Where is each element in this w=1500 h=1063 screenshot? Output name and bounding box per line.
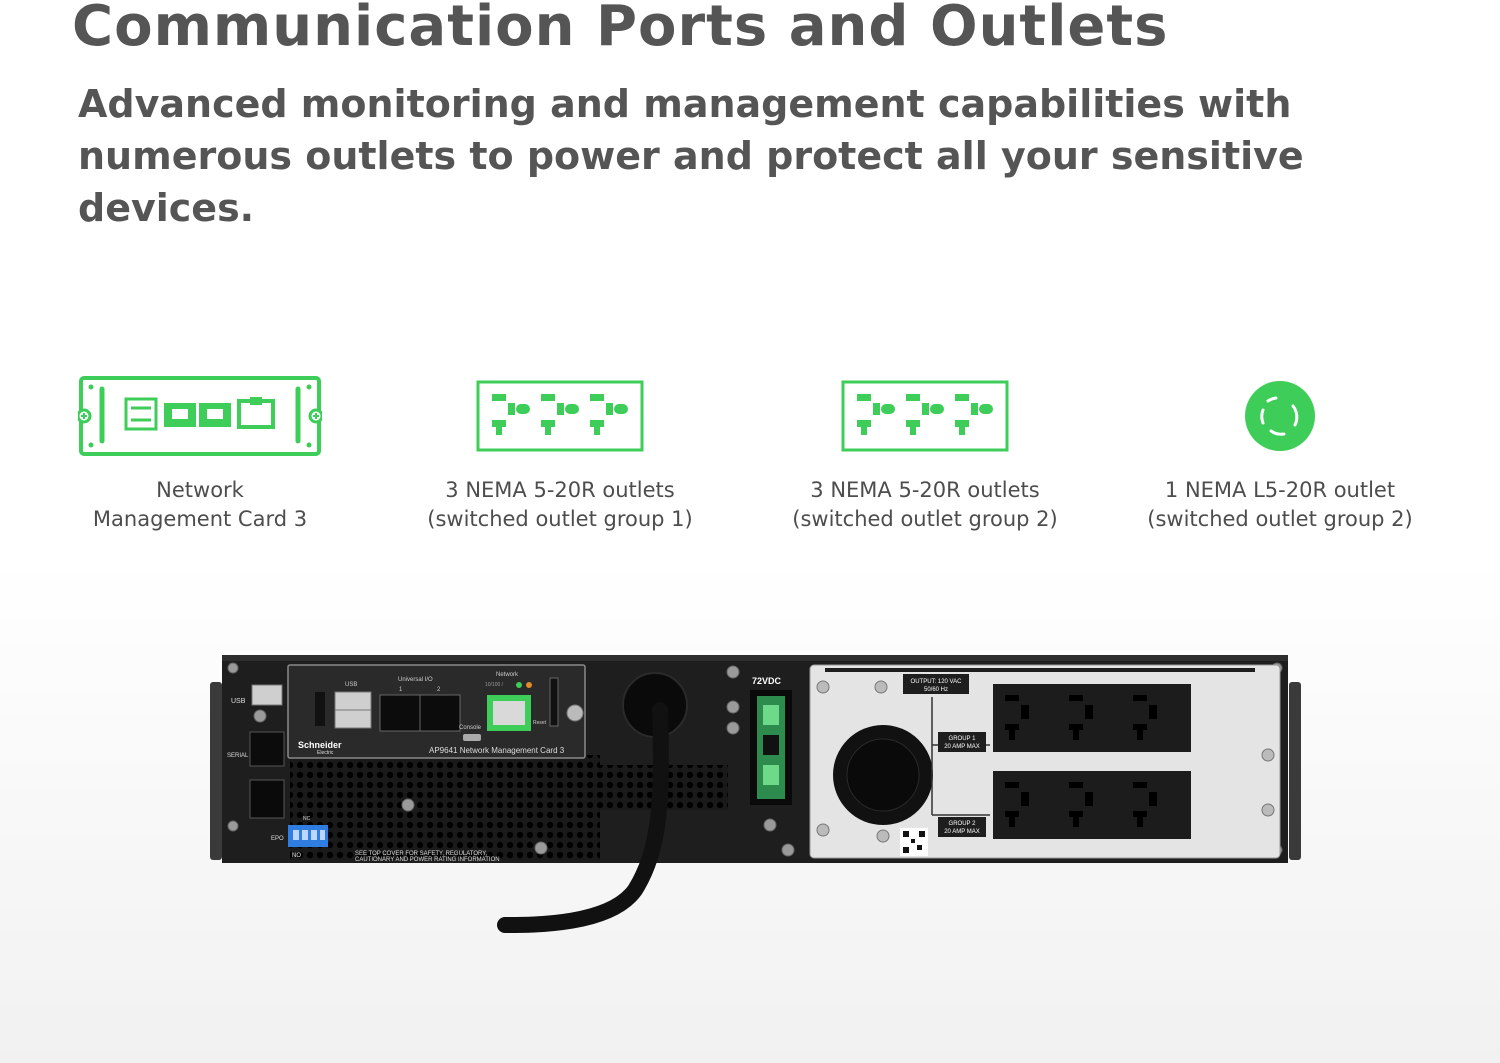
group2-label-line-2: 20 AMP MAX: [944, 829, 980, 835]
feature-line-1: Network: [156, 478, 244, 502]
uio-1-label: 1: [399, 687, 403, 693]
feature-line-1: 3 NEMA 5-20R outlets: [810, 478, 1040, 502]
output-rating-line-1: OUTPUT: 120 VAC: [911, 679, 963, 685]
network-label: Network: [496, 672, 519, 678]
warning-line-2: CAUTIONARY AND POWER RATING INFORMATION: [355, 857, 500, 863]
group2-label-line-1: GROUP 2: [949, 821, 977, 827]
feature-line-1: 1 NEMA L5-20R outlet: [1164, 478, 1396, 502]
group2-label: [938, 817, 986, 837]
brand-sub-label: Electric: [317, 750, 334, 756]
output-rating-label: [903, 674, 969, 694]
feature-line-2: (switched outlet group 2): [792, 507, 1058, 531]
feature-twist-lock-outlet: 1 NEMA L5-20R outlet (switched outlet gr…: [1120, 370, 1440, 534]
right-rack-ear: [1289, 682, 1301, 860]
console-port: [463, 734, 481, 741]
page-title: Communication Ports and Outlets: [72, 0, 1169, 59]
power-cord: [497, 702, 669, 933]
console-label: Console: [459, 725, 482, 731]
no-label: NO: [292, 853, 301, 859]
vent-grille: [290, 755, 600, 860]
epo-label: EPO: [271, 836, 284, 842]
left-rack-ear: [210, 682, 222, 860]
nema-5-20r-outlets-icon: [476, 380, 644, 452]
usb-label: USB: [231, 698, 246, 705]
nmc-usb-label: USB: [345, 682, 357, 688]
feature-outlet-group-1: 3 NEMA 5-20R outlets (switched outlet gr…: [400, 370, 720, 534]
group1-label-line-2: 20 AMP MAX: [944, 744, 980, 750]
reset-label: Reset: [533, 720, 547, 726]
ups-rear-panel: USB SERIAL EPO NO NC SEE TOP COVER FOR S…: [210, 655, 1301, 933]
nc-label: NC: [303, 816, 311, 822]
network-card-icon: [78, 376, 322, 456]
brand-label: Schneider: [298, 740, 342, 750]
universal-io-label: Universal I/O: [398, 677, 433, 683]
dc-label: 72VDC: [752, 676, 782, 686]
usb-port: [251, 684, 283, 706]
serial-port: [249, 731, 285, 767]
page-subtitle: Advanced monitoring and management capab…: [78, 82, 1304, 230]
feature-line-2: (switched outlet group 2): [1147, 507, 1413, 531]
group1-label-line-1: GROUP 1: [949, 736, 977, 742]
feature-line-1: 3 NEMA 5-20R outlets: [445, 478, 675, 502]
feature-network-management-card: Network Management Card 3: [40, 370, 360, 534]
feature-line-2: (switched outlet group 1): [427, 507, 693, 531]
nema-5-20r-outlets-icon: [841, 380, 1009, 452]
feature-line-2: Management Card 3: [92, 507, 308, 531]
feature-outlet-group-2: 3 NEMA 5-20R outlets (switched outlet gr…: [765, 370, 1085, 534]
warning-line-1: SEE TOP COVER FOR SAFETY, REGULATORY,: [355, 851, 487, 857]
speed-label: 10/100 /: [485, 682, 504, 688]
serial-label: SERIAL: [227, 753, 249, 759]
blank-plate: [249, 779, 285, 819]
card-model-label: AP9641 Network Management Card 3: [429, 746, 565, 755]
group1-label: [938, 732, 986, 752]
uio-2-label: 2: [437, 687, 441, 693]
nema-l5-20r-outlet-icon: [1245, 381, 1315, 451]
output-rating-line-2: 50/60 Hz: [924, 687, 948, 693]
